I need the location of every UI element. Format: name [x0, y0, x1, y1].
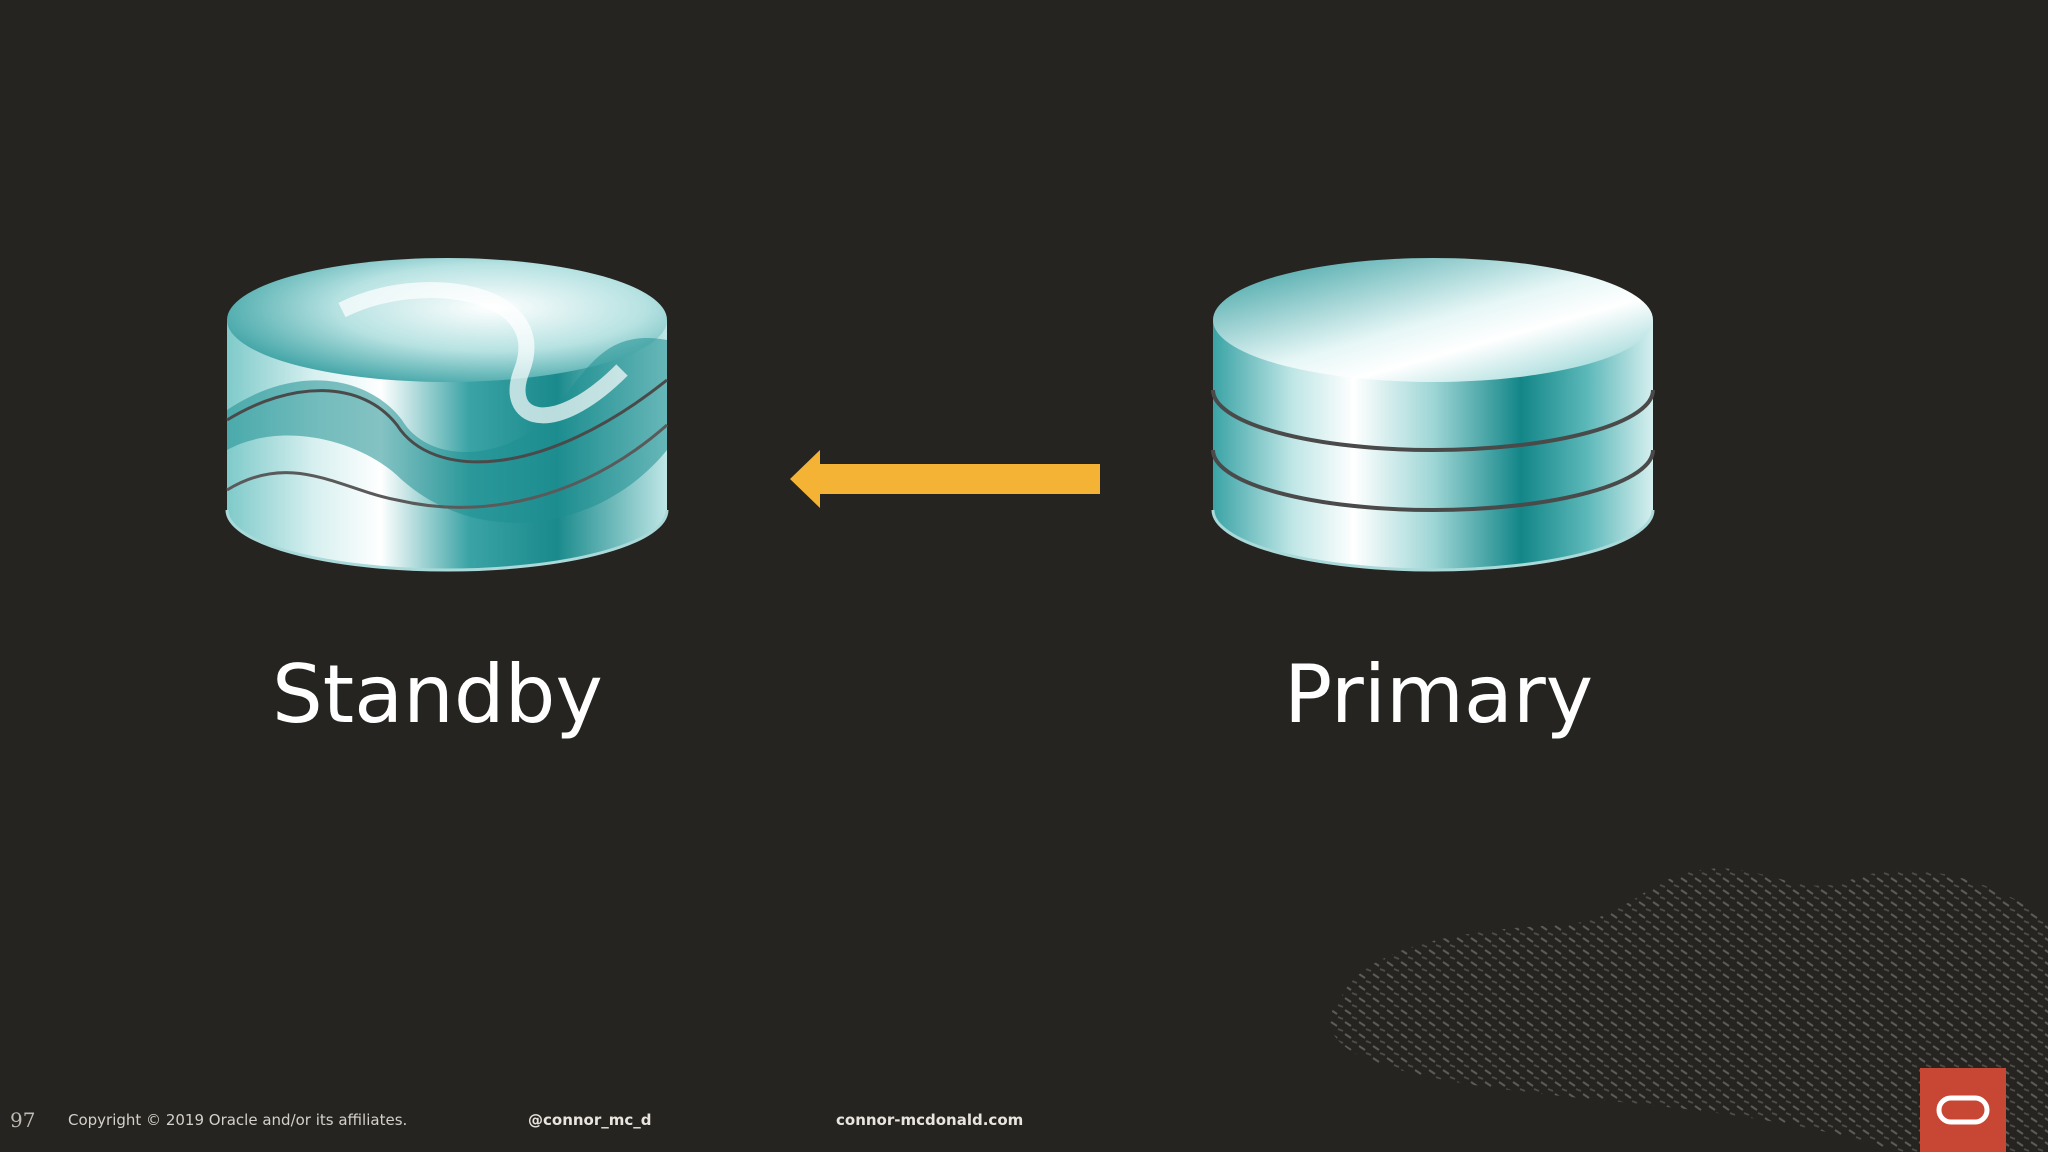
standby-label: Standby: [272, 648, 603, 741]
copyright-text: Copyright © 2019 Oracle and/or its affil…: [68, 1111, 408, 1129]
website-link: connor-mcdonald.com: [836, 1111, 1024, 1129]
standby-database-icon: [222, 250, 672, 650]
oracle-logo-icon: [1920, 1068, 2006, 1152]
primary-label: Primary: [1284, 648, 1594, 741]
page-number: 97: [10, 1108, 36, 1132]
primary-database-icon: [1208, 250, 1658, 650]
twitter-handle: @connor_mc_d: [528, 1111, 652, 1129]
replication-arrow-icon: [790, 450, 1100, 508]
